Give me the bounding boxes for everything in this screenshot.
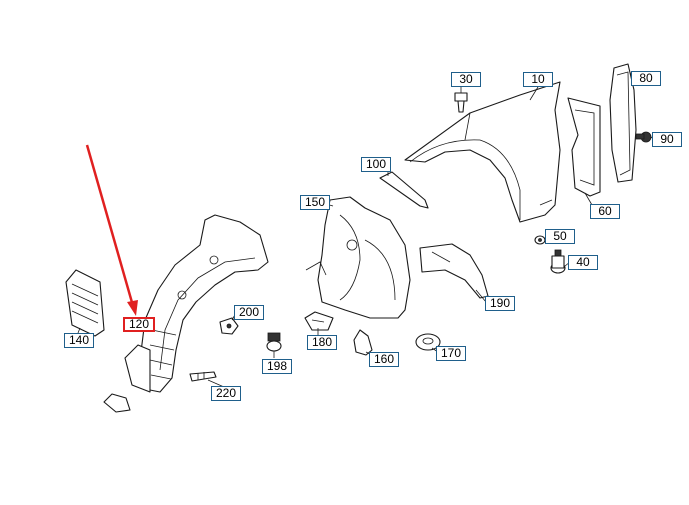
bolt-198-part[interactable] [266,332,282,352]
label-160[interactable]: 160 [369,352,400,367]
pointer-arrow [85,144,138,316]
label-170[interactable]: 170 [436,346,467,361]
label-120-highlighted[interactable]: 120 [123,317,156,332]
strip-100-part[interactable] [379,171,429,209]
label-50[interactable]: 50 [545,229,575,244]
label-180[interactable]: 180 [307,335,338,350]
fender-part[interactable] [404,81,561,223]
seal-part[interactable] [567,97,601,197]
label-60[interactable]: 60 [590,204,620,219]
disk-170-part[interactable] [415,333,441,351]
bolt-40-part[interactable] [550,249,566,274]
nut-50-part[interactable] [534,235,546,245]
label-10[interactable]: 10 [523,72,553,87]
label-40[interactable]: 40 [568,255,598,270]
label-150[interactable]: 150 [300,195,331,210]
label-198[interactable]: 198 [262,359,293,374]
liner-segment-190-part[interactable] [419,243,489,299]
wheel-liner-120-part[interactable] [124,214,269,393]
clip-180-part[interactable] [304,311,334,331]
pin-220-part[interactable] [189,371,217,382]
clip-bottom-part[interactable] [103,393,131,413]
nut-200-part[interactable] [219,317,239,335]
label-200[interactable]: 200 [234,305,265,320]
clip-160-part[interactable] [353,329,373,356]
label-140[interactable]: 140 [64,333,95,348]
label-100[interactable]: 100 [361,157,392,172]
grille-140-part[interactable] [65,269,105,337]
label-190[interactable]: 190 [485,296,516,311]
screw-90-part[interactable] [635,131,652,143]
clip-30-part[interactable] [454,92,468,113]
label-30[interactable]: 30 [451,72,481,87]
label-80[interactable]: 80 [631,71,661,86]
wheel-liner-150-part[interactable] [305,196,411,319]
label-220[interactable]: 220 [211,386,242,401]
label-90[interactable]: 90 [652,132,682,147]
